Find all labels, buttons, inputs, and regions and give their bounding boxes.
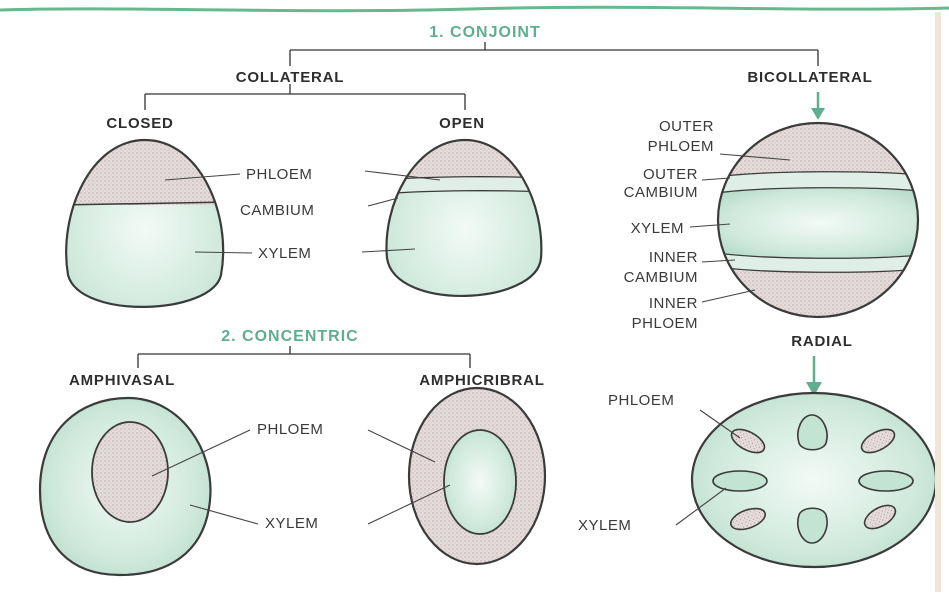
radial-xylem-label: XYLEM xyxy=(578,517,631,534)
bicollateral-heading: BICOLLATERAL xyxy=(747,69,872,86)
closed-heading: CLOSED xyxy=(106,115,173,132)
outer-phloem-label-2: PHLOEM xyxy=(648,138,714,155)
open-phloem-region xyxy=(375,130,555,180)
inner-cambium-label-2: CAMBIUM xyxy=(624,269,698,286)
outer-phloem-label-1: OUTER xyxy=(659,118,714,135)
bicollateral-arrow-icon xyxy=(811,92,825,120)
bicollateral-xylem-label: XYLEM xyxy=(631,220,684,237)
xylem-label: XYLEM xyxy=(258,245,311,262)
conjoint-title: 1. CONJOINT xyxy=(429,24,540,41)
concentric-tree-lines xyxy=(138,346,470,368)
closed-collateral-bundle xyxy=(50,130,240,330)
inner-cambium-label-1: INNER xyxy=(649,249,698,266)
radial-heading: RADIAL xyxy=(791,333,852,350)
concentric-phloem-label: PHLOEM xyxy=(257,421,323,438)
top-border xyxy=(0,7,949,10)
concentric-title: 2. CONCENTRIC xyxy=(221,328,358,345)
amphicribral-xylem-core xyxy=(444,430,516,534)
concentric-xylem-label: XYLEM xyxy=(265,515,318,532)
open-heading: OPEN xyxy=(439,115,485,132)
amphivasal-bundle xyxy=(40,398,210,575)
amphivasal-heading: AMPHIVASAL xyxy=(69,372,175,389)
amphicribral-bundle xyxy=(409,388,545,564)
phloem-label: PHLOEM xyxy=(246,166,312,183)
open-collateral-bundle xyxy=(375,130,555,330)
radial-bundle xyxy=(692,393,936,567)
inner-phloem-label-1: INNER xyxy=(649,295,698,312)
collateral-heading: COLLATERAL xyxy=(236,69,345,86)
bicollateral-bundle xyxy=(710,115,930,325)
cambium-label: CAMBIUM xyxy=(240,202,314,219)
amphicribral-heading: AMPHICRIBRAL xyxy=(419,372,544,389)
radial-arrow-icon xyxy=(806,356,822,396)
radial-phloem-label: PHLOEM xyxy=(608,392,674,409)
outer-cambium-label-1: OUTER xyxy=(643,166,698,183)
outer-cambium-label-2: CAMBIUM xyxy=(624,184,698,201)
inner-phloem-label-2: PHLOEM xyxy=(632,315,698,332)
amphivasal-phloem-core xyxy=(92,422,168,522)
